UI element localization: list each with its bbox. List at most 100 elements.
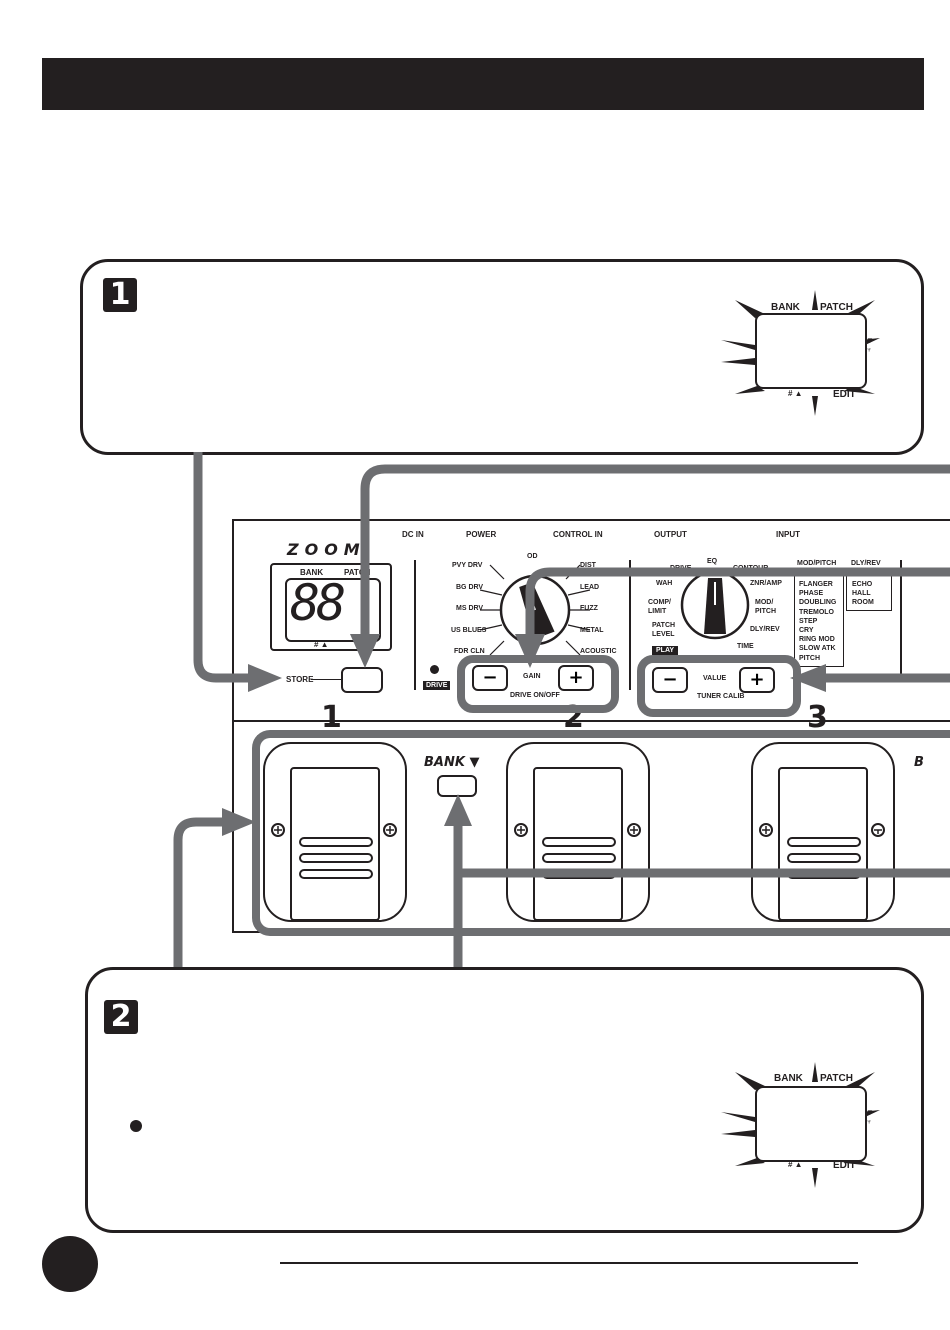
gain-minus-button[interactable]: − [472,665,508,691]
highlight-gain-buttons [457,655,619,713]
edit-right-mod: MOD/ PITCH [755,599,776,615]
knob-left-4: US BLUES [451,627,487,634]
mod-item: FLANGER [799,581,833,588]
step-2-number: 2 [104,1000,138,1034]
value-minus-label: − [662,669,678,690]
mod-item: DOUBLING [799,599,837,607]
panel-divider-1 [414,560,416,690]
label-control-in: CONTROL IN [553,530,603,539]
mod-item: STEP [799,617,818,625]
step-2-lcd-tuner: ▼ ♆ [866,1108,874,1126]
gain-minus-label: − [482,667,498,688]
edit-left-comp: COMP/ LIMIT [648,599,671,615]
drive-label: DRIVE [423,681,451,690]
footswitch-1[interactable] [263,742,407,922]
highlight-value-buttons [637,655,801,717]
dly-item: ROOM [852,599,874,607]
device-display-bank: BANK [300,568,324,577]
step-1-lcd-edit: EDIT [833,389,856,400]
edit-top-drive: DRIVE [670,565,692,572]
step-1-lcd-sharp: # ▲ [788,389,803,398]
knob-right-5: ACOUSTIC [580,648,617,655]
bank-down-label: BANK ▼ [424,755,480,770]
mod-item: SLOW ATK [799,645,836,653]
dly-rev-list: ECHO HALL ROOM [852,580,874,608]
value-label: VALUE [703,675,727,682]
value-plus-label: + [749,669,765,690]
gain-plus-button[interactable]: + [558,665,594,691]
play-label: PLAY [652,646,679,655]
step-2-lcd-patch: PATCH [820,1073,853,1084]
drive-on-off-label: DRIVE ON/OFF [510,692,560,699]
knob-right-2: LEAD [580,584,600,591]
knob-left-1: PVY DRV [452,562,483,569]
knob-od: OD [527,553,538,560]
device-display-sharp: # ▲ [314,640,329,649]
value-minus-button[interactable]: − [652,667,688,693]
drive-led [430,665,439,674]
pedal-number-3: 3 [807,700,828,735]
mod-item: TREMOLO [799,608,834,616]
knob-right-1: DIST [580,562,596,569]
store-label: STORE [286,675,314,684]
type-knob [480,564,590,656]
step-1-lcd-bank: BANK [771,302,800,313]
edit-right-znr: ZNR/AMP [750,580,782,587]
edit-top-eq: EQ [707,558,718,565]
edit-left-patch-level: PATCH LEVEL [652,622,676,638]
device-display-patch: PATCH [344,568,371,577]
footer-rule [280,1262,858,1264]
step-1-lcd [755,313,867,389]
mod-pitch-header: MOD/PITCH [797,560,837,567]
step-1-lcd-patch: PATCH [820,302,853,313]
label-dc-in: DC IN [402,530,424,539]
gain-plus-label: + [568,667,584,688]
panel-top-divider [232,720,950,722]
store-leader-line [311,679,341,680]
highlight-footswitches [252,730,950,936]
value-plus-button[interactable]: + [739,667,775,693]
mod-item: RING MOD [799,636,835,644]
step-2-lcd-edit: EDIT [833,1160,856,1171]
knob-left-2: BG DRV [456,584,484,591]
store-button[interactable] [341,667,383,693]
mod-pitch-list: FLANGER PHASE DOUBLING TREMOLO STEP CRY … [799,580,836,663]
mod-item: CRY [799,627,814,635]
label-input: INPUT [776,530,800,539]
device-display-readout: 88 [290,574,346,632]
dly-item: HALL [852,590,871,598]
step-1-lcd-tuner: ▼ ♆ [866,336,874,354]
knob-right-4: METAL [580,627,604,634]
edit-knob [680,570,750,640]
knob-left-5: FDR CLN [454,648,485,655]
knob-left-3: MS DRV [456,605,484,612]
gain-label: GAIN [523,673,541,680]
dly-item: ECHO [852,581,873,588]
panel-divider-2 [629,560,631,690]
dly-rev-header: DLY/REV [851,560,881,567]
edit-right-dly: DLY/REV [750,626,780,633]
step-1-number: 1 [103,278,137,312]
footswitch-2-pad [533,767,623,921]
footswitch-3-pad [778,767,868,921]
footswitch-1-pad [290,767,380,921]
mod-item: PHASE [799,590,824,598]
zoom-logo: ZOOM [287,540,366,559]
bank-up-label: B [914,755,924,770]
label-output: OUTPUT [654,530,687,539]
step-2-lcd [755,1086,867,1162]
footswitch-2[interactable] [506,742,650,922]
step-2-lcd-bank: BANK [774,1073,803,1084]
step-2-lcd-sharp: # ▲ [788,1160,803,1169]
tuner-calib-label: TUNER CALIB [697,693,745,700]
mod-item: PITCH [799,654,820,662]
edit-left-wah: WAH [656,580,673,587]
section-header-bar [42,58,924,110]
edit-top-contour: CONTOUR [733,565,769,572]
page-number-circle [42,1236,98,1292]
label-power: POWER [466,530,497,539]
bullet-dot [130,1120,142,1132]
knob-right-3: FUZZ [580,605,598,612]
footswitch-3[interactable] [751,742,895,922]
edit-right-time: TIME [737,643,754,650]
